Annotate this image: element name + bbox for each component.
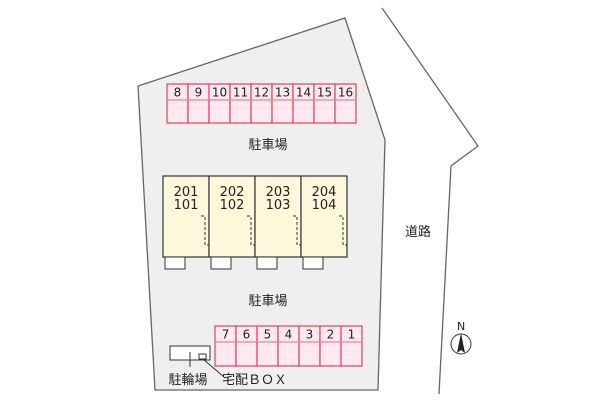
road-label: 道路 — [405, 224, 431, 240]
road-edge-line — [381, 7, 479, 395]
parking-stall-number: 13 — [275, 86, 290, 100]
unit-entrance-block — [256, 256, 278, 270]
parking-stall-number: 6 — [243, 328, 251, 342]
bicycle-parking-label: 駐輪場 — [168, 372, 207, 388]
delivery-box — [198, 353, 207, 360]
parking-stall-number: 11 — [233, 86, 248, 100]
parking-stall-number: 8 — [174, 86, 182, 100]
unit-number-lower: 104 — [312, 198, 337, 213]
unit-number-lower: 101 — [174, 198, 199, 213]
parking-stall-number: 9 — [195, 86, 203, 100]
parking-bottom-label: 駐車場 — [248, 294, 287, 309]
building-unit — [300, 175, 348, 258]
parking-stall-number: 14 — [296, 86, 311, 100]
unit-stair-outline — [293, 215, 301, 246]
unit-number-lower: 102 — [220, 198, 245, 213]
parking-stall-number: 10 — [212, 86, 227, 100]
unit-entrance-block — [210, 256, 232, 270]
compass-icon: N — [450, 320, 472, 355]
unit-stair-outline — [247, 215, 255, 246]
parking-stall-number: 5 — [264, 328, 272, 342]
unit-number-lower: 103 — [266, 198, 291, 213]
parking-stall-number: 7 — [222, 328, 230, 342]
unit-stair-outline — [339, 215, 347, 246]
unit-stair-outline — [201, 215, 209, 246]
unit-entrance-block — [302, 256, 324, 270]
unit-entrance-block — [164, 256, 186, 270]
unit-number-upper: 203 — [266, 185, 291, 200]
parking-stall-number: 15 — [317, 86, 332, 100]
parking-stall-number: 1 — [348, 328, 356, 342]
parking-stall-number: 4 — [285, 328, 293, 342]
parking-top-label: 駐車場 — [248, 138, 287, 153]
parking-stall — [340, 325, 363, 367]
compass-north-label: N — [457, 320, 465, 333]
unit-number-upper: 201 — [174, 185, 199, 200]
parking-stall — [334, 83, 357, 124]
unit-number-upper: 202 — [220, 185, 245, 200]
delivery-box-leader — [202, 358, 225, 378]
unit-number-upper: 204 — [312, 185, 337, 200]
parking-stall-number: 3 — [306, 328, 314, 342]
delivery-box-label: 宅配ＢＯＸ — [222, 373, 287, 388]
parking-stall-number: 2 — [327, 328, 335, 342]
building-unit — [208, 175, 256, 258]
parking-stall-number: 12 — [254, 86, 269, 100]
parking-stall-number: 16 — [338, 86, 353, 100]
